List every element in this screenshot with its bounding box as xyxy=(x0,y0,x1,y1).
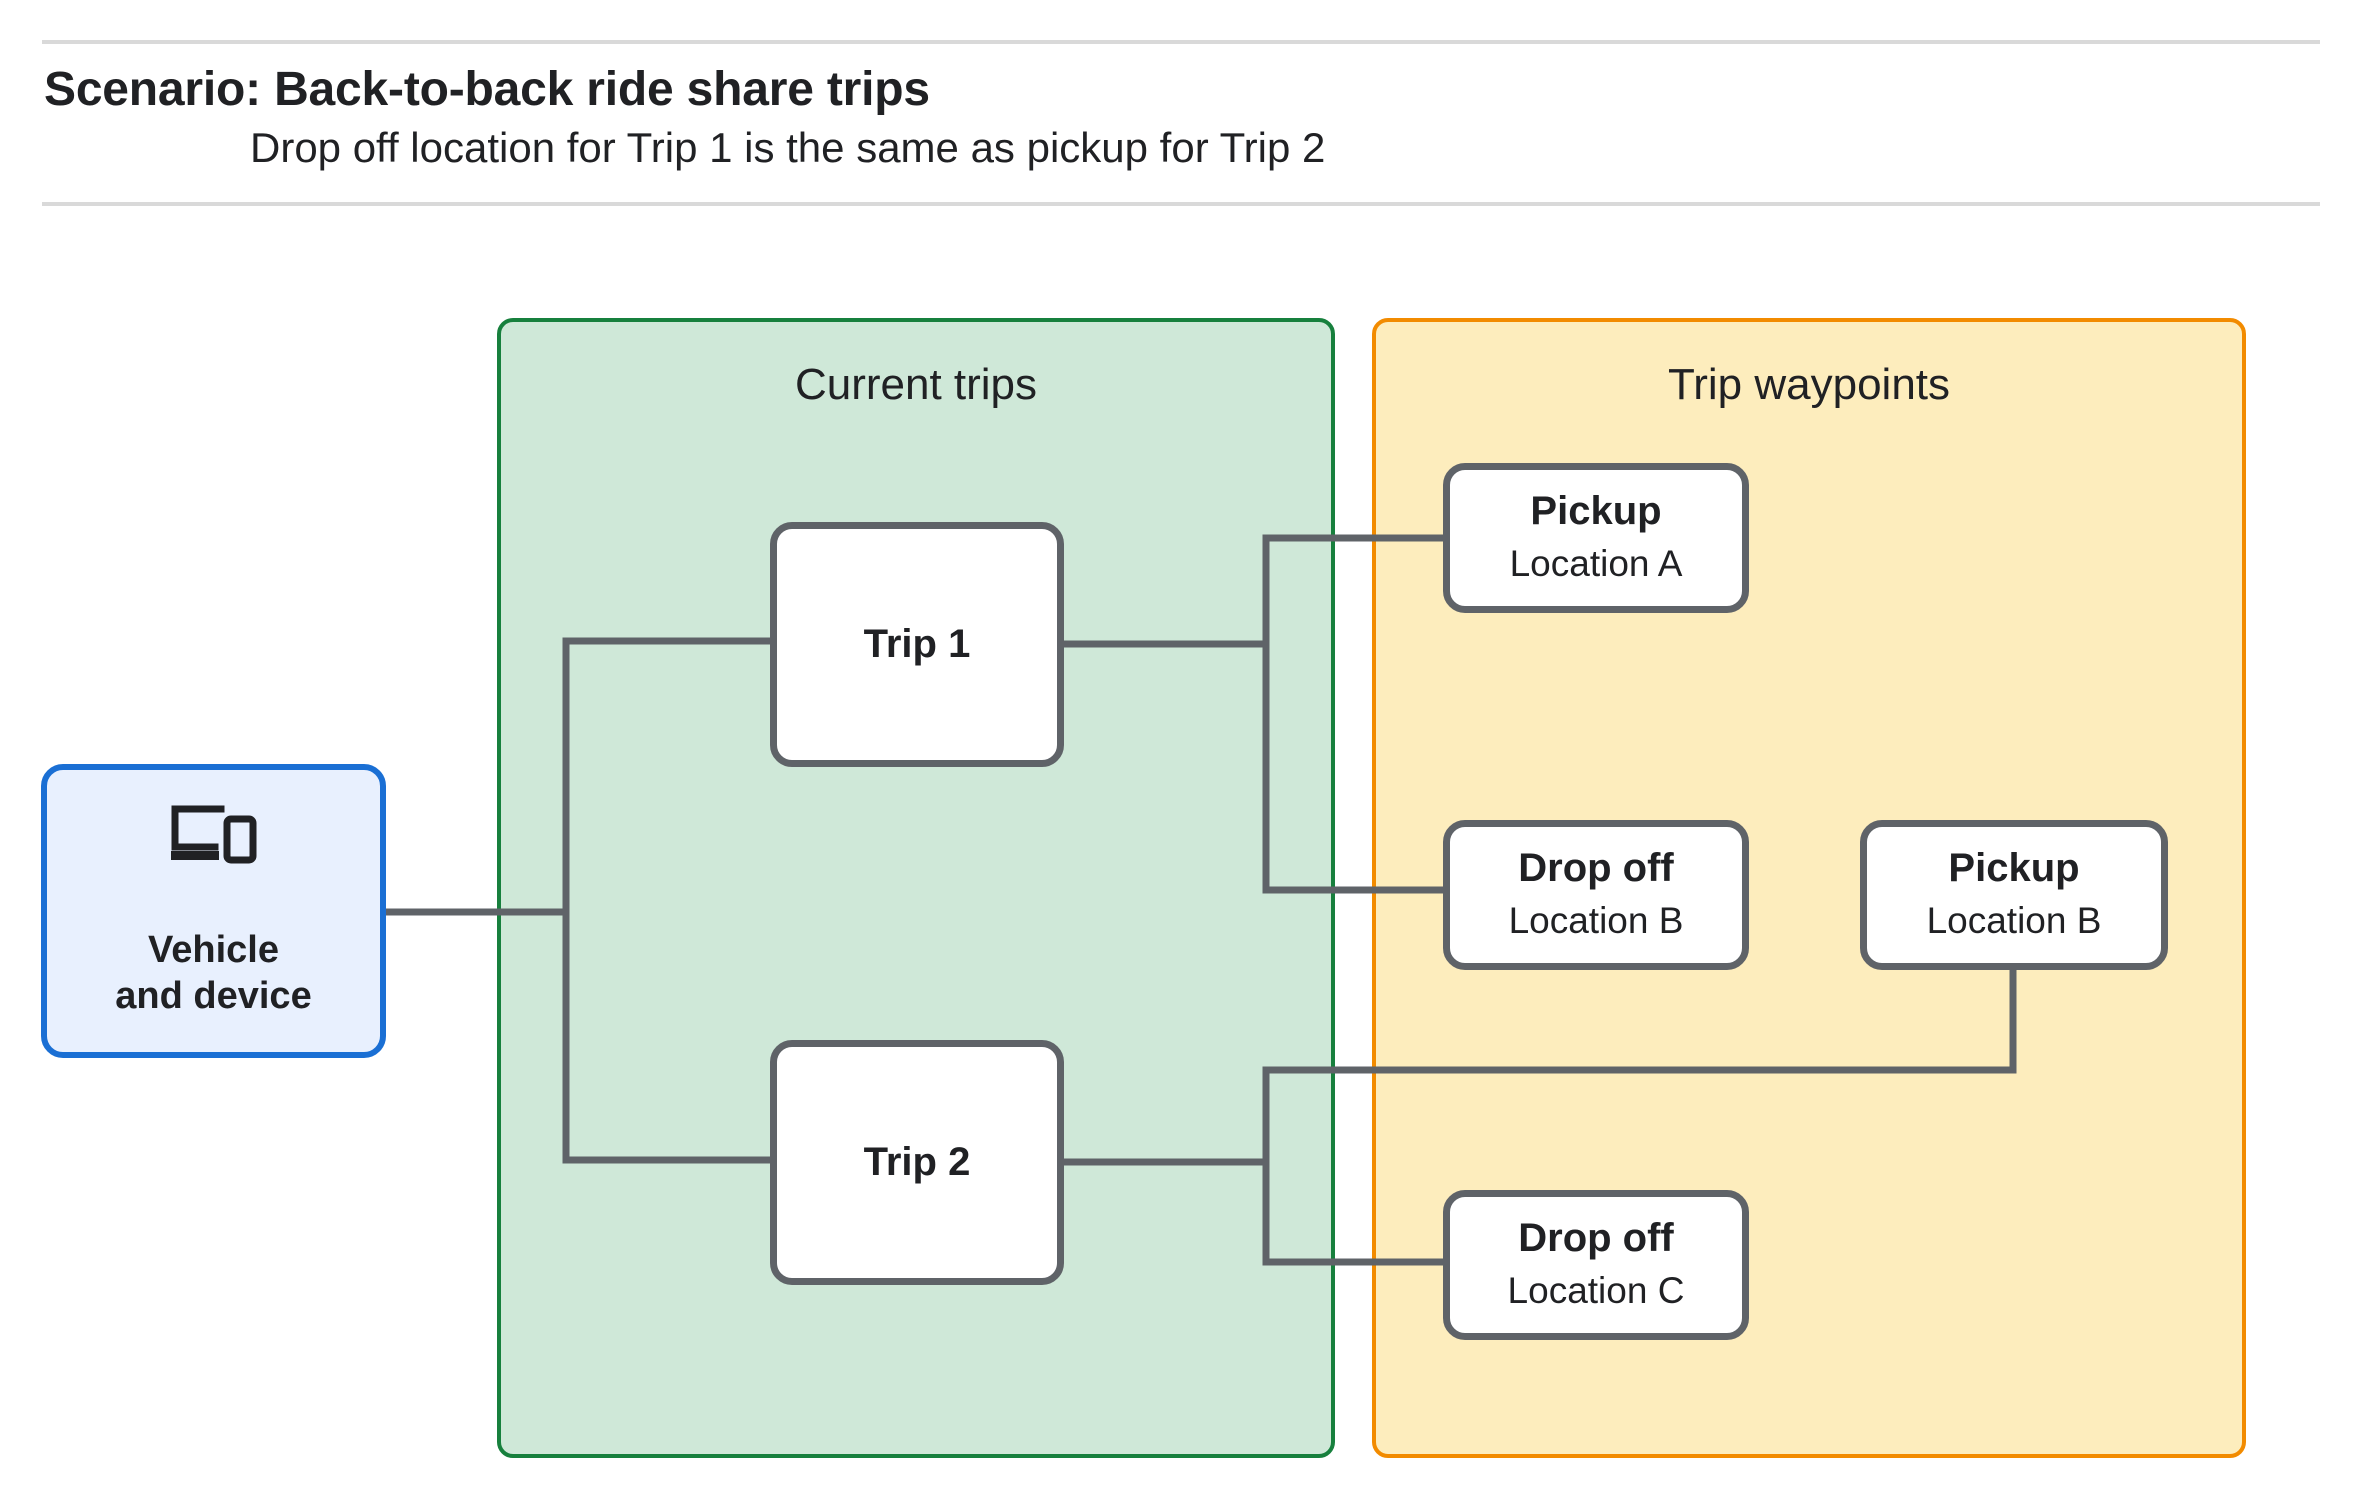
node-trip-1[interactable]: Trip 1 xyxy=(770,522,1064,767)
node-pickup-a-location: Location A xyxy=(1509,543,1683,585)
node-dropoff-c[interactable]: Drop off Location C xyxy=(1443,1190,1749,1340)
node-pickup-a[interactable]: Pickup Location A xyxy=(1443,463,1749,613)
node-pickup-a-title: Pickup xyxy=(1530,489,1662,534)
node-dropoff-c-location: Location C xyxy=(1507,1270,1685,1312)
node-dropoff-b[interactable]: Drop off Location B xyxy=(1443,820,1749,970)
group-trip-waypoints-title: Trip waypoints xyxy=(1667,360,1951,409)
header-divider-bottom xyxy=(42,202,2320,206)
vehicle-label: Vehicle and device xyxy=(115,928,312,1017)
group-current-trips: Current trips xyxy=(497,318,1335,1458)
page-title: Scenario: Back-to-back ride share trips xyxy=(44,63,930,116)
node-vehicle-and-device[interactable]: Vehicle and device xyxy=(41,764,386,1058)
header-divider-top xyxy=(42,40,2320,44)
node-pickup-b[interactable]: Pickup Location B xyxy=(1860,820,2168,970)
node-dropoff-b-location: Location B xyxy=(1508,900,1684,942)
node-trip-2-label: Trip 2 xyxy=(863,1140,971,1185)
node-trip-2[interactable]: Trip 2 xyxy=(770,1040,1064,1285)
page-subtitle: Drop off location for Trip 1 is the same… xyxy=(250,124,1326,171)
node-pickup-b-title: Pickup xyxy=(1948,846,2080,891)
node-pickup-b-location: Location B xyxy=(1926,900,2102,942)
laptop-and-phone-icon xyxy=(170,805,256,864)
node-dropoff-b-title: Drop off xyxy=(1518,846,1674,891)
group-current-trips-title: Current trips xyxy=(794,360,1038,409)
node-trip-1-label: Trip 1 xyxy=(863,622,971,667)
node-dropoff-c-title: Drop off xyxy=(1518,1216,1674,1261)
